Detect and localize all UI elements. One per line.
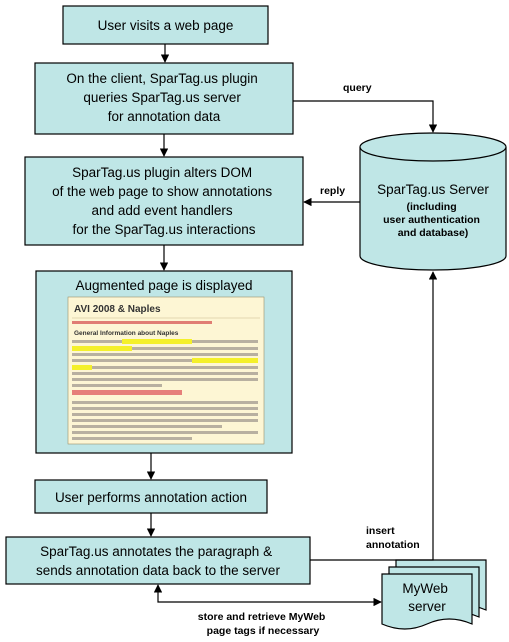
edge-label-query: query (343, 82, 372, 94)
edge-label-store-line-2: page tags if necessary (207, 625, 320, 637)
node-user-action: User performs annotation action (34, 479, 268, 514)
node-annotate-send: SparTag.us annotates the paragraph & sen… (5, 536, 311, 585)
node-alter-dom-line-3: and add event handlers (92, 203, 233, 218)
node-client-query-line-1: On the client, SparTag.us plugin (66, 71, 257, 86)
arrow-insert-annotation (310, 271, 438, 561)
myweb-server-documents: MyWeb server (381, 559, 487, 630)
edge-label-insert-line-2: annotation (366, 539, 420, 551)
node-alter-dom-label: SparTag.us plugin alters DOM of the web … (52, 165, 276, 237)
myweb-server-line-1: MyWeb (402, 581, 448, 596)
server-subtitle-line-1: (including (406, 201, 456, 213)
node-annotate-send-label: SparTag.us annotates the paragraph & sen… (36, 544, 280, 578)
node-augmented-page: Augmented page is displayed AVI 2008 & N… (35, 270, 293, 454)
node-user-visits: User visits a web page (62, 5, 269, 45)
node-user-action-label: User performs annotation action (55, 490, 247, 505)
arrow-store-retrieve (153, 584, 382, 607)
myweb-server-label: MyWeb server (402, 581, 451, 614)
server-subtitle-line-3: and database) (398, 227, 469, 239)
myweb-server-line-2: server (408, 599, 446, 614)
page-screenshot-thumbnail: AVI 2008 & Naples General Information ab… (67, 296, 265, 445)
node-client-query-label: On the client, SparTag.us plugin queries… (66, 71, 261, 124)
node-alter-dom: SparTag.us plugin alters DOM of the web … (24, 156, 304, 246)
edge-label-reply: reply (320, 185, 345, 197)
edge-label-insert-annotation: insert annotation (366, 525, 420, 551)
server-subtitle-line-2: user authentication (383, 214, 480, 226)
arrow-query (293, 100, 438, 133)
node-client-query-line-3: for annotation data (108, 109, 221, 124)
thumbnail-heading: General Information about Naples (74, 330, 179, 337)
edge-label-store-line-1: store and retrieve MyWeb (198, 611, 326, 623)
node-augmented-page-label: Augmented page is displayed (75, 278, 252, 293)
node-client-query-line-2: queries SparTag.us server (83, 90, 241, 105)
node-client-query: On the client, SparTag.us plugin queries… (34, 62, 294, 135)
node-annotate-send-line-1: SparTag.us annotates the paragraph & (40, 544, 272, 559)
node-user-visits-label: User visits a web page (98, 18, 234, 33)
edge-label-store-retrieve: store and retrieve MyWeb page tags if ne… (198, 611, 329, 637)
node-alter-dom-line-2: of the web page to show annotations (52, 184, 272, 199)
node-annotate-send-line-2: sends annotation data back to the server (36, 563, 280, 578)
server-subtitle: (including user authentication and datab… (383, 201, 483, 239)
server-title: SparTag.us Server (377, 182, 489, 197)
thumbnail-title: AVI 2008 & Naples (74, 304, 161, 315)
server-database-cylinder: SparTag.us Server (including user authen… (359, 132, 507, 271)
node-alter-dom-line-1: SparTag.us plugin alters DOM (72, 165, 252, 180)
edge-label-insert-line-1: insert (366, 525, 395, 537)
node-alter-dom-line-4: for the SparTag.us interactions (72, 222, 255, 237)
